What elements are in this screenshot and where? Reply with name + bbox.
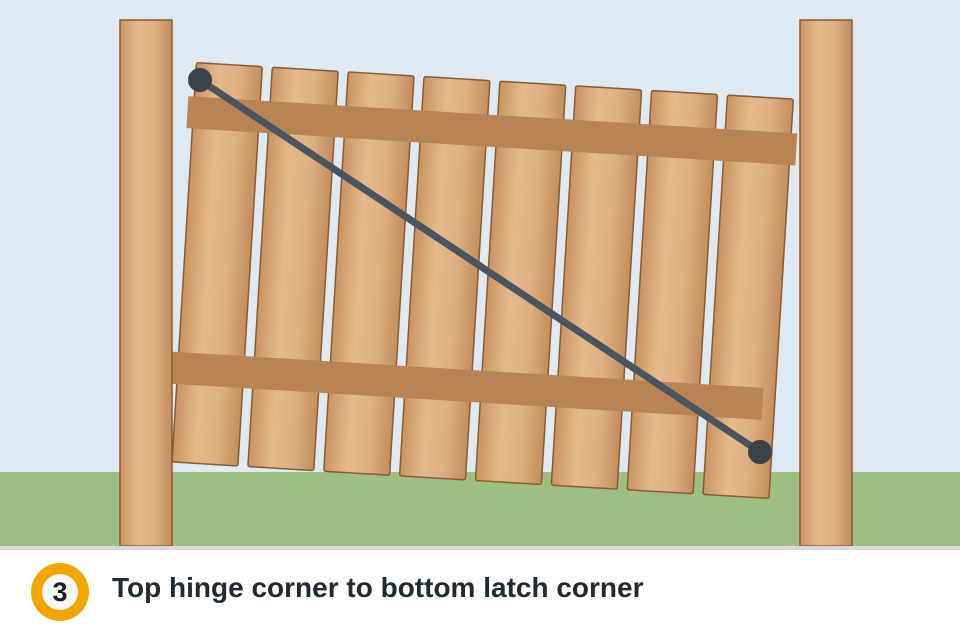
caption-bar: 3 Top hinge corner to bottom latch corne… <box>0 550 960 640</box>
diagonal-brace-line <box>196 76 764 456</box>
top-hinge-corner-point <box>188 68 212 92</box>
left-post <box>119 19 173 546</box>
gate-top-rail <box>186 96 798 166</box>
bottom-latch-corner-point <box>748 440 772 464</box>
gate-diagram <box>0 0 960 546</box>
step-number: 3 <box>42 574 78 610</box>
caption-divider <box>0 546 960 550</box>
gate-illustration <box>0 0 960 546</box>
right-post <box>799 19 853 546</box>
gate <box>152 62 798 500</box>
caption-text: Top hinge corner to bottom latch corner <box>112 572 644 603</box>
step-number-badge: 3 <box>31 563 89 621</box>
gate-bottom-rail <box>152 350 764 420</box>
